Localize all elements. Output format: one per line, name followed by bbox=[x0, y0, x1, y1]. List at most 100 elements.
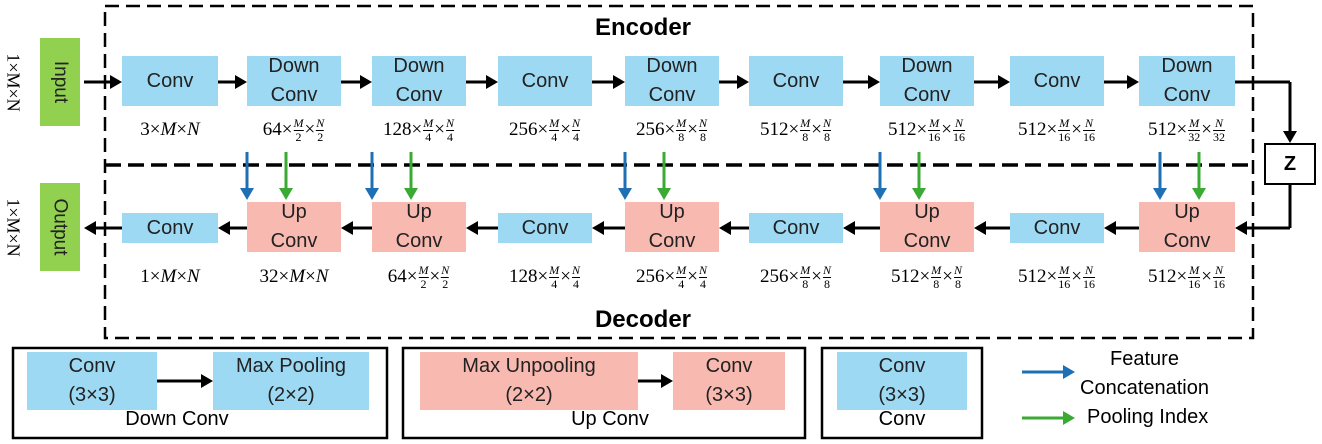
conv-block-text: Conv bbox=[772, 216, 820, 239]
encoder-arrow-head bbox=[486, 75, 498, 89]
fraction-numerator: M bbox=[929, 115, 940, 130]
fraction-denominator: 16 bbox=[1212, 276, 1225, 291]
pooling-index-arrow-head bbox=[404, 188, 418, 200]
fraction-numerator: M bbox=[931, 262, 942, 277]
dim-times: × bbox=[942, 266, 953, 287]
up-conv-block-text: Up bbox=[659, 201, 685, 223]
dim-channels: 3× bbox=[140, 119, 161, 140]
legend-index-label: Pooling Index bbox=[1087, 406, 1209, 428]
legend-conv-block-text: (3×3) bbox=[68, 384, 116, 406]
fraction-bar bbox=[676, 129, 687, 131]
encoder-arrow-head bbox=[1127, 75, 1139, 89]
conv-block-text: Conv bbox=[521, 216, 569, 239]
fraction-denominator: 4 bbox=[699, 276, 706, 291]
fraction-denominator: 8 bbox=[954, 276, 961, 291]
decoder-dimension: 32×M×N bbox=[260, 257, 329, 297]
conv-block: Conv bbox=[122, 213, 218, 243]
dim-times: × bbox=[176, 119, 188, 140]
fraction-bar bbox=[1212, 276, 1225, 278]
encoder-dimension: 3×M×N bbox=[140, 110, 199, 150]
decoder-arrow-head bbox=[843, 221, 855, 235]
dim-n: N bbox=[315, 266, 329, 287]
fraction-bar bbox=[1212, 129, 1225, 131]
fraction-denominator: 8 bbox=[802, 129, 809, 144]
legend-conv-block-text: Conv bbox=[878, 355, 926, 377]
down-conv-block-text: Conv bbox=[270, 84, 318, 106]
conv-block-text: Conv bbox=[772, 69, 820, 92]
conv-block: Conv bbox=[498, 213, 592, 243]
fraction-bar bbox=[952, 129, 965, 131]
decoder-arrow-head bbox=[466, 221, 478, 235]
fraction-numerator: M bbox=[676, 262, 687, 277]
dim-channels: 256× bbox=[760, 266, 800, 287]
down-conv-block-text: Down bbox=[646, 55, 698, 77]
down-conv-block-text: Down bbox=[901, 55, 953, 77]
feature-concatenation-arrow-head bbox=[365, 188, 379, 200]
conv-block: Conv bbox=[1010, 213, 1104, 243]
legend-max-unpooling-block-text: Max Unpooling bbox=[462, 355, 596, 377]
fraction-numerator: M bbox=[423, 115, 434, 130]
fraction-denominator: 4 bbox=[678, 276, 685, 291]
legend-up-conv-frame bbox=[401, 346, 807, 440]
legend-max-pooling-block-text: Max Pooling bbox=[235, 355, 347, 377]
dim-times: × bbox=[811, 266, 822, 287]
dim-n: N bbox=[187, 119, 200, 140]
fraction-denominator: 2 bbox=[442, 276, 449, 291]
fraction-denominator: 2 bbox=[317, 129, 324, 144]
up-conv-block-text: Up bbox=[281, 201, 307, 223]
fraction-bar bbox=[928, 129, 941, 131]
output-arrow-head bbox=[84, 221, 96, 235]
fraction-numerator: M bbox=[1059, 262, 1070, 277]
fraction-denominator: 32 bbox=[1212, 129, 1225, 144]
fraction-bar bbox=[418, 276, 429, 278]
fraction-denominator: 16 bbox=[1082, 129, 1095, 144]
feature-concatenation-arrow-head bbox=[618, 188, 632, 200]
input-arrow-head bbox=[110, 75, 122, 89]
output-block: Output bbox=[40, 183, 80, 271]
dim-times: × bbox=[1201, 266, 1212, 287]
fraction-denominator: 16 bbox=[1188, 276, 1201, 291]
down-conv-block-text: Conv bbox=[395, 84, 443, 106]
dim-times: × bbox=[560, 119, 571, 140]
fraction-bar bbox=[445, 129, 454, 131]
dim-m: M bbox=[289, 266, 306, 287]
legend-conv-frame bbox=[820, 346, 984, 440]
feature-concatenation-arrow-head bbox=[240, 188, 254, 200]
decoder-dimension: 1×M×N bbox=[140, 257, 199, 297]
fraction-bar bbox=[1058, 276, 1071, 278]
fraction-denominator: 8 bbox=[823, 129, 830, 144]
fraction-bar bbox=[316, 129, 325, 131]
legend-up-conv-caption: Up Conv bbox=[571, 408, 649, 430]
fraction-numerator: N bbox=[954, 115, 963, 130]
fraction-bar bbox=[800, 129, 811, 131]
fraction-denominator: 8 bbox=[699, 129, 706, 144]
up-conv-block-text: Conv bbox=[1163, 230, 1211, 252]
feature-concatenation-arrow-head bbox=[873, 188, 887, 200]
feature-concatenation-arrow-head bbox=[1153, 188, 1167, 200]
dim-channels: 128× bbox=[509, 266, 549, 287]
fraction-denominator: 16 bbox=[1058, 129, 1071, 144]
dim-times: × bbox=[1071, 119, 1082, 140]
fraction-bar bbox=[441, 276, 450, 278]
latent-z-box: Z bbox=[1264, 143, 1316, 185]
legend-conv-block-text: (3×3) bbox=[878, 384, 926, 406]
fraction-denominator: 4 bbox=[572, 129, 579, 144]
dim-n: N bbox=[187, 266, 200, 287]
fraction-numerator: N bbox=[1214, 262, 1223, 277]
fraction-bar bbox=[822, 276, 831, 278]
fraction-bar bbox=[293, 129, 304, 131]
